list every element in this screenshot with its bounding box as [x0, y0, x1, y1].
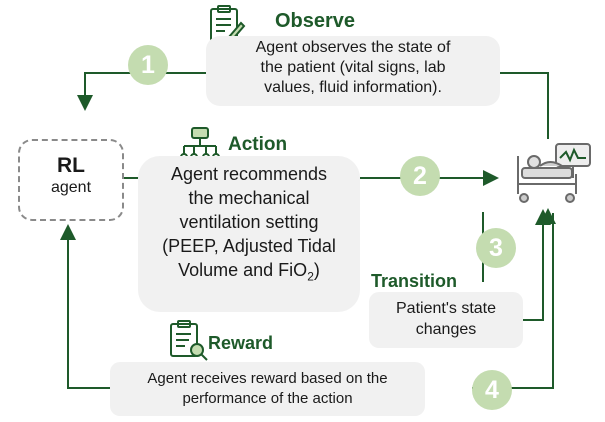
action-text-line: Volume and FiO2)	[178, 260, 320, 284]
action-text-line: Agent recommends	[170, 164, 328, 184]
transition-text-line: changes	[415, 321, 477, 338]
step-3-badge: 3	[476, 228, 516, 268]
action-box: Agent recommends the mechanical ventilat…	[138, 156, 360, 312]
transition-title: Transition	[371, 271, 458, 291]
clipboard-magnifier-icon	[167, 318, 209, 362]
action-title: Action	[228, 134, 288, 155]
reward-text-line: Agent receives reward based on the	[147, 370, 388, 387]
observe-box: Agent observes the state of the patient …	[206, 36, 500, 106]
reward-text-line: performance of the action	[182, 390, 353, 407]
step-1-badge: 1	[128, 45, 168, 85]
transition-box: Patient's state changes	[369, 292, 523, 348]
observe-arrow	[500, 72, 549, 139]
reward-arrow	[60, 224, 110, 389]
rl-agent-box: RL agent	[18, 139, 124, 221]
reward-box: Agent receives reward based on the perfo…	[110, 362, 425, 416]
agent-title: RL	[57, 154, 85, 177]
reward-title: Reward	[208, 333, 274, 353]
step-2-badge: 2	[400, 156, 440, 196]
transition-arrow	[523, 209, 551, 321]
observe-title: Observe	[275, 10, 356, 32]
agent-subtitle: agent	[50, 179, 92, 196]
hospital-bed-icon	[512, 138, 596, 210]
action-text-line: ventilation setting	[179, 212, 319, 232]
observe-text-line: values, fluid information).	[264, 79, 442, 96]
action-text-line: the mechanical	[188, 188, 310, 208]
step-4-badge: 4	[472, 370, 512, 410]
observe-text-line: Agent observes the state of	[255, 39, 451, 56]
observe-text-line: the patient (vital signs, lab	[260, 59, 446, 76]
action-text-line: (PEEP, Adjusted Tidal	[162, 236, 336, 256]
transition-text-line: Patient's state	[396, 300, 496, 317]
